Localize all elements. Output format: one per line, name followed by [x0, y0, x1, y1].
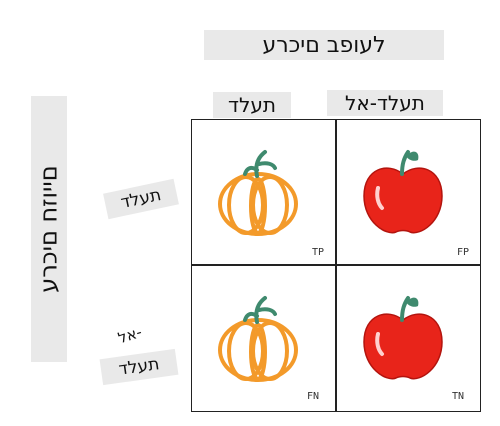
row-header-not-pumpkin: תעלד [99, 348, 179, 386]
cell-false-negative: FN [192, 266, 334, 410]
apple-icon [363, 296, 443, 380]
cell-tag-tp: TP [312, 247, 325, 258]
cell-tag-fp: FP [457, 247, 470, 258]
grid-divider-vertical [335, 120, 337, 411]
column-header-not-pumpkin: תעלד-אל [327, 90, 443, 116]
actual-values-text: םייוזח םיכרע [35, 165, 63, 293]
row-header-not-pumpkin-text: תעלד [117, 354, 161, 380]
column-header-pumpkin: תעלד [213, 92, 291, 118]
apple-icon [363, 150, 443, 234]
cell-false-positive: FP [337, 120, 479, 264]
grid-divider-horizontal [192, 264, 480, 266]
row-header-pumpkin: תעלד [103, 178, 179, 220]
predicted-values-title: לעופב םיכרע [204, 30, 444, 60]
cell-true-negative: TN [337, 266, 479, 410]
cell-true-positive: TP [192, 120, 334, 264]
row-header-not-line1: -אל [109, 319, 150, 351]
column-header-pumpkin-text: תעלד [228, 93, 276, 117]
pumpkin-icon [218, 150, 298, 236]
confusion-matrix-grid: TP FP FN [191, 119, 481, 412]
row-header-pumpkin-text: תעלד [118, 184, 164, 214]
row-header-not-line1-text: -אל [115, 322, 145, 348]
predicted-values-text: לעופב םיכרע [262, 32, 386, 58]
actual-values-title: םייוזח םיכרע [31, 96, 67, 362]
cell-tag-tn: TN [452, 391, 465, 402]
pumpkin-icon [218, 296, 298, 382]
column-header-not-pumpkin-text: תעלד-אל [345, 91, 425, 115]
cell-tag-fn: FN [307, 391, 320, 402]
